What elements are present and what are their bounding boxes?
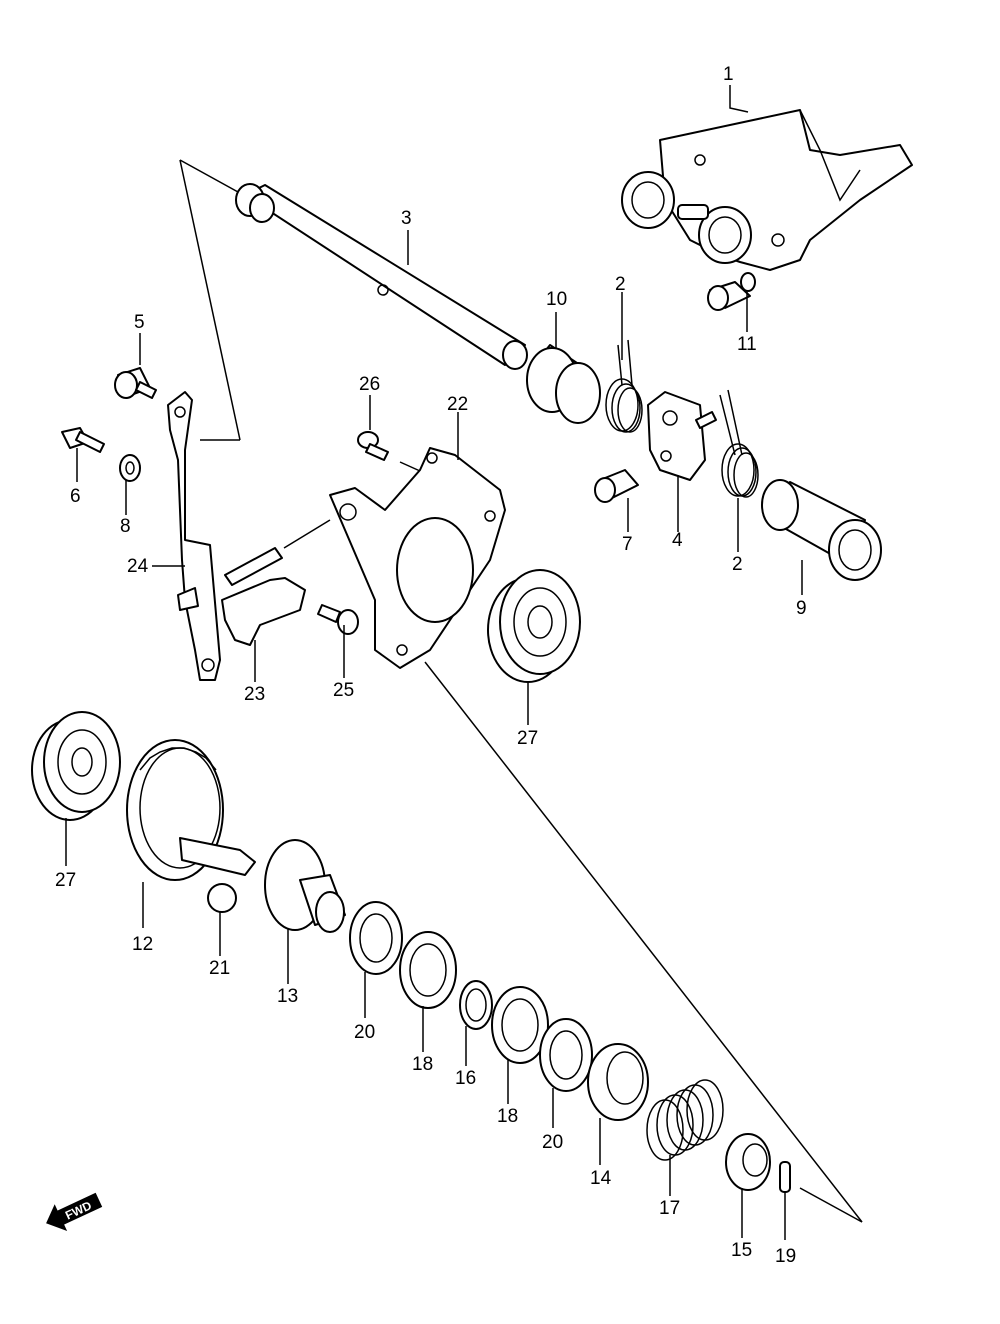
callout-21: 21 <box>209 958 230 979</box>
part-27a-bearing <box>487 569 581 683</box>
callout-2b: 2 <box>732 554 743 575</box>
callout-3: 3 <box>401 208 412 229</box>
callout-9: 9 <box>796 598 807 619</box>
callout-labels: 1 2 2 3 4 5 6 7 8 9 10 11 12 13 14 15 16… <box>55 64 807 1267</box>
callout-2a: 2 <box>615 274 626 295</box>
part-10-collar <box>526 344 601 424</box>
callout-19: 19 <box>775 1246 796 1267</box>
part-1-valve-housing <box>621 109 913 271</box>
callout-4: 4 <box>672 530 683 551</box>
callout-27b: 27 <box>55 870 76 891</box>
callout-5: 5 <box>134 312 145 333</box>
part-4-lever <box>647 391 717 481</box>
callout-15: 15 <box>731 1240 752 1261</box>
part-16-snap-ring <box>459 980 493 1030</box>
fwd-label: FWD <box>63 1198 94 1222</box>
part-14-cup <box>587 1043 649 1121</box>
callout-26: 26 <box>359 374 380 395</box>
part-26-bolt <box>357 431 389 461</box>
fwd-arrow-icon: FWD <box>46 1192 103 1231</box>
part-8-washer <box>119 454 141 482</box>
part-11-bolt <box>707 272 756 311</box>
callout-13: 13 <box>277 986 298 1007</box>
part-20b-thrust-bearing <box>539 1018 593 1092</box>
callout-7: 7 <box>622 534 633 555</box>
callout-16: 16 <box>455 1068 476 1089</box>
callout-22: 22 <box>447 394 468 415</box>
part-23-clip <box>221 547 306 646</box>
part-5-collar-bolt <box>114 367 157 399</box>
part-18b-washer <box>491 986 549 1064</box>
leader-lines <box>65 85 803 1240</box>
callout-24: 24 <box>127 556 149 577</box>
callout-12: 12 <box>132 934 153 955</box>
part-15-retainer <box>725 1133 771 1191</box>
callout-20b: 20 <box>542 1132 563 1153</box>
callout-27a: 27 <box>517 728 538 749</box>
part-21-ball <box>207 883 237 913</box>
part-19-pin <box>779 1161 791 1193</box>
part-27b-bearing <box>31 711 121 821</box>
callout-1: 1 <box>723 64 734 85</box>
part-25-bolt <box>317 604 359 635</box>
callout-17: 17 <box>659 1198 680 1219</box>
callout-23: 23 <box>244 684 265 705</box>
part-3-shaft <box>235 183 528 370</box>
part-22-bracket <box>329 447 506 669</box>
callout-20a: 20 <box>354 1022 375 1043</box>
part-20a-thrust-bearing <box>349 901 403 975</box>
part-24-link <box>167 391 221 681</box>
part-7-bolt <box>594 469 639 503</box>
part-2b-spring <box>719 389 759 498</box>
part-17-spring <box>646 1079 724 1161</box>
part-12-gear <box>126 739 256 881</box>
callout-18a: 18 <box>412 1054 433 1075</box>
callout-8: 8 <box>120 516 131 537</box>
part-13-collar <box>264 839 346 933</box>
part-2a-spring <box>605 339 643 433</box>
part-9-sleeve <box>761 479 882 581</box>
callout-11: 11 <box>737 334 757 355</box>
callout-14: 14 <box>590 1168 612 1189</box>
callout-10: 10 <box>546 289 567 310</box>
callout-6: 6 <box>70 486 81 507</box>
part-6-bolt <box>61 427 105 453</box>
callout-18b: 18 <box>497 1106 518 1127</box>
callout-25: 25 <box>333 680 354 701</box>
part-18a-washer <box>399 931 457 1009</box>
